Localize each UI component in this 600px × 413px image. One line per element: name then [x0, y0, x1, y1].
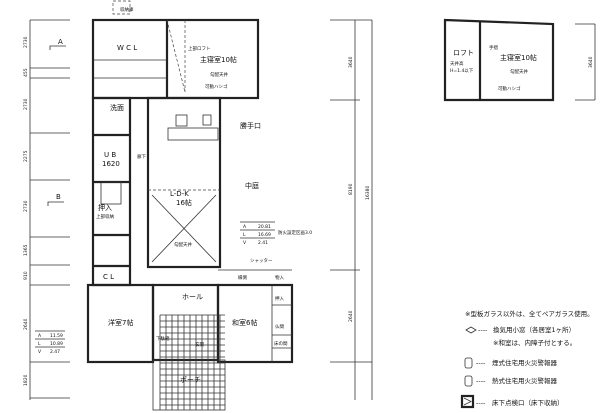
room-storage: 収納庫 — [120, 6, 134, 13]
dim-label: 8190 — [348, 183, 354, 195]
room-wcl: W C L — [117, 44, 137, 52]
ldk-size: 16帖 — [176, 198, 192, 207]
room-japanese: 和室6帖 — [232, 318, 257, 327]
room-closet-upper: 押入 — [98, 203, 112, 212]
legend-washitsu-note: ※和室は、内障子付とする。 — [493, 338, 576, 347]
ldk-area-table: A 20.81 L 16.69 V 2.41 防火設定区画3.0 シャッター — [240, 221, 312, 264]
loft-above-label: 上部ロフト — [188, 45, 211, 52]
svg-text:16.69: 16.69 — [258, 232, 271, 238]
handrail-label: 手摺 — [489, 44, 498, 51]
kitchen-door-label: 勝手口 — [240, 121, 261, 130]
loft-ceiling-note: 勾配天井 — [510, 68, 528, 75]
dim-label: 3640 — [348, 56, 354, 68]
svg-text:----: ---- — [476, 377, 486, 385]
svg-text:----: ---- — [476, 359, 486, 367]
legend-heat-detector: 熱式住宅用火災警報器 — [492, 376, 558, 385]
center-dimension-lines — [330, 19, 373, 400]
room-washroom: 洗面 — [110, 103, 124, 112]
room-corridor: 廊下 — [137, 153, 146, 160]
loft-note-2: H=1.4以下 — [450, 68, 474, 74]
dim-label: 2730 — [23, 36, 29, 48]
svg-text:2.41: 2.41 — [258, 240, 268, 246]
svg-text:V: V — [38, 349, 42, 355]
svg-text:11.59: 11.59 — [50, 333, 63, 339]
room-hall: ホール — [182, 293, 203, 301]
section-mark-a: A — [58, 38, 63, 46]
svg-text:----: ---- — [478, 326, 488, 334]
svg-text:20.81: 20.81 — [258, 224, 271, 230]
room-western: 洋室7帖 — [108, 318, 133, 327]
engawa-label: 縁側 — [238, 274, 247, 281]
loft-dimension: 3640 — [588, 56, 594, 68]
shoe-storage-label: 下駄箱 — [156, 335, 170, 342]
svg-text:A: A — [38, 333, 42, 339]
legend-smoke-detector: 煙式住宅用火災警報器 — [492, 358, 558, 367]
closet-b-label: 押入 — [275, 295, 284, 302]
shutter-note: シャッター — [250, 257, 273, 264]
heat-detector-icon — [464, 375, 473, 387]
dim-label: 1820 — [23, 374, 29, 386]
loft-note-1: 天井高 — [450, 60, 464, 67]
svg-text:V: V — [243, 240, 247, 246]
loft-label: ロフト — [453, 49, 474, 57]
entrance-tiles — [159, 314, 225, 410]
butsuma-label: 仏間 — [275, 324, 284, 330]
closet-a-label: 物入 — [275, 274, 284, 281]
dim-label: 2730 — [23, 98, 29, 110]
loft-master-bedroom: 主寝室10帖 — [500, 53, 537, 62]
room-cl: C L — [103, 273, 114, 281]
dim-label: 2275 — [23, 150, 29, 162]
master-ceiling-note: 勾配天井 — [210, 71, 228, 78]
smoke-detector-icon — [464, 357, 473, 369]
dim-label: 16380 — [365, 186, 371, 200]
svg-text:10.89: 10.89 — [50, 341, 63, 347]
porch-label: ポーチ — [180, 376, 201, 384]
svg-text:L: L — [243, 232, 246, 238]
tokonoma-label: 床の間 — [274, 340, 288, 347]
dim-label: 455 — [23, 68, 29, 77]
western-area-table: A 11.59 L 10.89 V 2.47 — [35, 330, 65, 355]
loft-ladder-label: 可動ハシゴ — [498, 85, 521, 92]
ub-size: 1620 — [102, 160, 120, 168]
walls — [86, 0, 294, 364]
section-mark-b: B — [56, 193, 61, 201]
fire-note: 防火設定区画3.0 — [278, 229, 312, 236]
closet-upper-note: 上部収納 — [96, 213, 114, 220]
courtyard-label: 中庭 — [245, 181, 259, 190]
movable-ladder-label: 可動ハシゴ — [205, 83, 228, 90]
entrance-label: 玄関 — [195, 341, 204, 348]
legend-glass-note: ※型板ガラス以外は、全てペアガラス使用。 — [465, 309, 594, 318]
svg-text:----: ---- — [476, 399, 486, 407]
legend-vent-window: 換気用小窓（各居室1ヶ所） — [493, 325, 575, 334]
svg-text:2.47: 2.47 — [50, 349, 60, 355]
vent-window-icon — [465, 326, 477, 334]
dim-label: 2730 — [23, 200, 29, 212]
dim-label: 910 — [23, 271, 29, 280]
loft-plan — [443, 18, 596, 102]
room-ub: U B — [104, 151, 116, 159]
room-master-bedroom: 主寝室10帖 — [200, 55, 237, 64]
ldk-ceiling-note: 勾配天井 — [174, 241, 192, 248]
dim-label: 2640 — [348, 310, 354, 322]
svg-text:A: A — [243, 224, 247, 230]
left-dimension-lines — [29, 19, 70, 400]
room-ldk: L-D-K — [170, 190, 189, 198]
dim-label: 1365 — [23, 244, 29, 256]
legend: ※型板ガラス以外は、全てペアガラス使用。 ---- 換気用小窓（各居室1ヶ所） … — [460, 309, 594, 409]
svg-text:L: L — [38, 341, 41, 347]
underfloor-hatch-icon — [460, 394, 475, 409]
legend-underfloor-hatch: 床下点検口（床下収納） — [492, 398, 564, 407]
dim-label: 2640 — [23, 318, 29, 330]
